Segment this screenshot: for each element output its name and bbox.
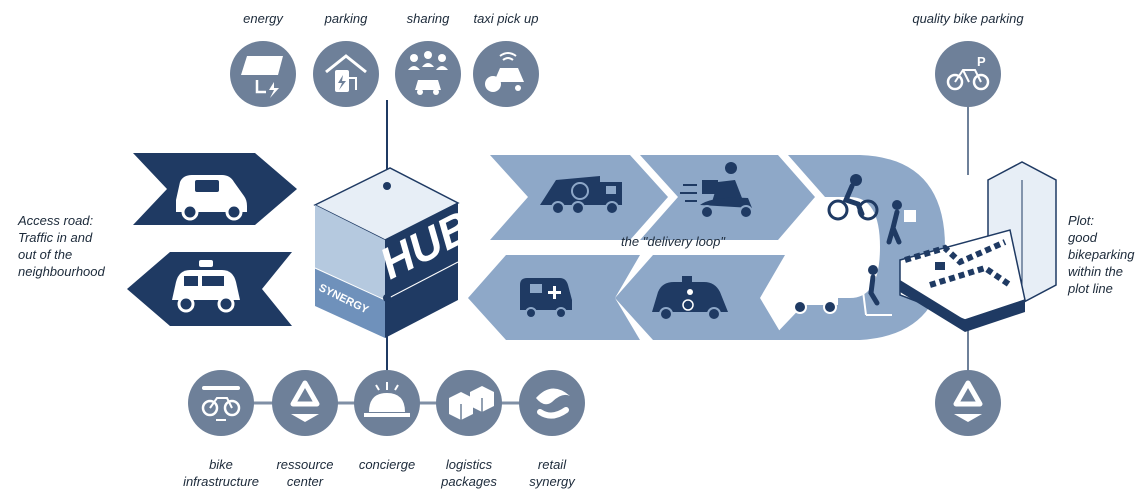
label-retail-synergy: retail synergy xyxy=(502,456,602,490)
label-line: packages xyxy=(441,474,497,489)
ev-charging-garage-icon xyxy=(325,54,367,92)
plot-line: good xyxy=(1068,230,1097,245)
service-concierge[interactable] xyxy=(354,370,420,436)
svg-text:P: P xyxy=(977,54,986,69)
access-road-line: Traffic in and xyxy=(18,230,93,245)
solar-panel-icon xyxy=(241,56,283,75)
plot-line: within the xyxy=(1068,264,1123,279)
label-line: center xyxy=(286,474,324,489)
label-line: ressource xyxy=(276,457,334,472)
service-logistics-packages[interactable] xyxy=(436,370,502,436)
label-line: concierge xyxy=(358,457,416,472)
taxi-car-icon xyxy=(172,260,240,313)
garbage-truck-icon xyxy=(540,176,622,215)
plot-line: Plot: xyxy=(1068,213,1095,228)
taxi-hail-icon xyxy=(485,52,524,92)
access-road-line: Access road: xyxy=(18,213,94,228)
accessible-taxi-icon xyxy=(652,276,728,321)
kick-scooter-icon xyxy=(861,265,892,316)
recycle-icon xyxy=(290,380,320,422)
label-quality-bike-parking: quality bike parking xyxy=(912,11,1024,26)
label-line: logistics xyxy=(445,457,493,472)
label-energy: energy xyxy=(243,11,283,26)
label-ressource-center: ressource center xyxy=(255,456,355,490)
service-taxi-pick-up[interactable] xyxy=(473,41,539,107)
service-energy[interactable] xyxy=(230,41,296,107)
service-recycling-right[interactable] xyxy=(935,370,1001,436)
concierge-bell-icon xyxy=(364,382,410,417)
service-quality-bike-parking[interactable]: P xyxy=(935,41,1001,107)
packages-icon xyxy=(449,386,494,420)
plot-label: Plot: good bikeparking within the plot l… xyxy=(1068,212,1135,297)
label-line: bike xyxy=(209,457,233,472)
courier-walking-icon xyxy=(886,200,916,245)
hub-cube: HUB SYNERGY xyxy=(313,167,479,338)
car-sharing-icon xyxy=(408,51,448,95)
car-icon xyxy=(176,175,247,221)
bike-parking-icon: P xyxy=(946,54,990,91)
service-bike-infrastructure[interactable] xyxy=(188,370,254,436)
access-road-line: neighbourhood xyxy=(18,264,105,279)
label-logistics-packages: logistics packages xyxy=(419,456,519,490)
recycle-icon xyxy=(953,380,983,422)
label-line: infrastructure xyxy=(183,474,259,489)
delivery-scooter-icon xyxy=(680,162,753,219)
service-sharing[interactable] xyxy=(395,41,461,107)
label-sharing: sharing xyxy=(406,11,450,26)
croissant-icon xyxy=(536,388,570,419)
access-road-line: out of the xyxy=(18,247,73,262)
label-line: synergy xyxy=(529,474,575,489)
plot-building xyxy=(899,161,1057,332)
label-concierge: concierge xyxy=(337,456,437,473)
bike-repair-icon xyxy=(201,386,241,421)
service-ressource-center[interactable] xyxy=(272,370,338,436)
cyclist-icon xyxy=(827,174,879,221)
label-parking: parking xyxy=(324,11,368,26)
service-retail-synergy[interactable] xyxy=(519,370,585,436)
label-bike-infrastructure: bike infrastructure xyxy=(166,456,276,490)
cargo-bike-icon xyxy=(790,273,838,314)
service-parking[interactable] xyxy=(313,41,379,107)
ambulance-icon xyxy=(520,278,572,319)
label-taxi-pick-up: taxi pick up xyxy=(473,11,539,26)
plot-line: bikeparking xyxy=(1068,247,1135,262)
plot-line: plot line xyxy=(1068,281,1113,296)
label-line: retail xyxy=(537,457,567,472)
access-road-label: Access road: Traffic in and out of the n… xyxy=(18,212,105,280)
delivery-loop-label: the "delivery loop" xyxy=(621,234,725,249)
